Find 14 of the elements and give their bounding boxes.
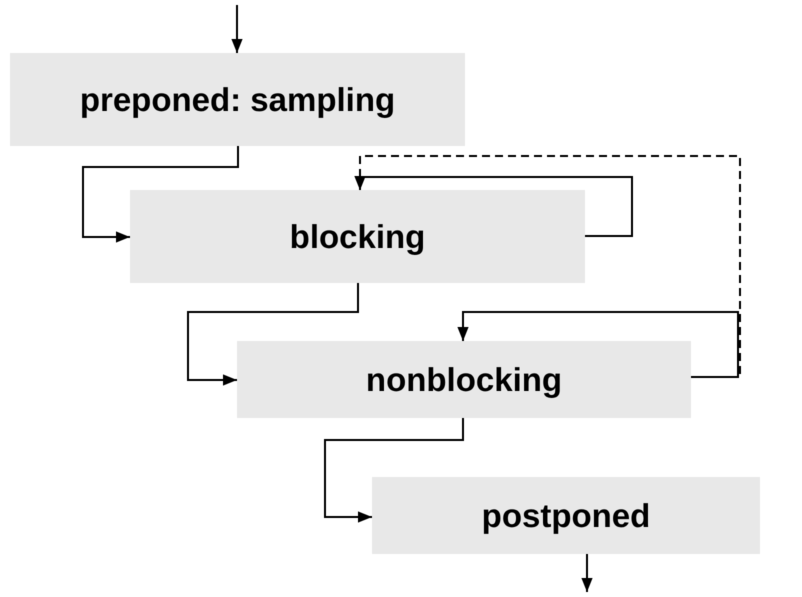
node-label: preponed: sampling <box>80 80 396 118</box>
node-label: blocking <box>290 218 426 256</box>
node-label: nonblocking <box>366 360 562 398</box>
node-label: postponed <box>482 496 650 534</box>
arrow <box>457 311 739 378</box>
process-box <box>237 341 691 418</box>
arrow <box>231 5 243 53</box>
process-box <box>372 477 760 554</box>
arrow <box>82 146 239 243</box>
process-box <box>130 190 585 283</box>
arrow <box>581 554 593 592</box>
process-box <box>10 53 465 146</box>
arrow <box>187 283 359 386</box>
arrow <box>324 418 464 523</box>
